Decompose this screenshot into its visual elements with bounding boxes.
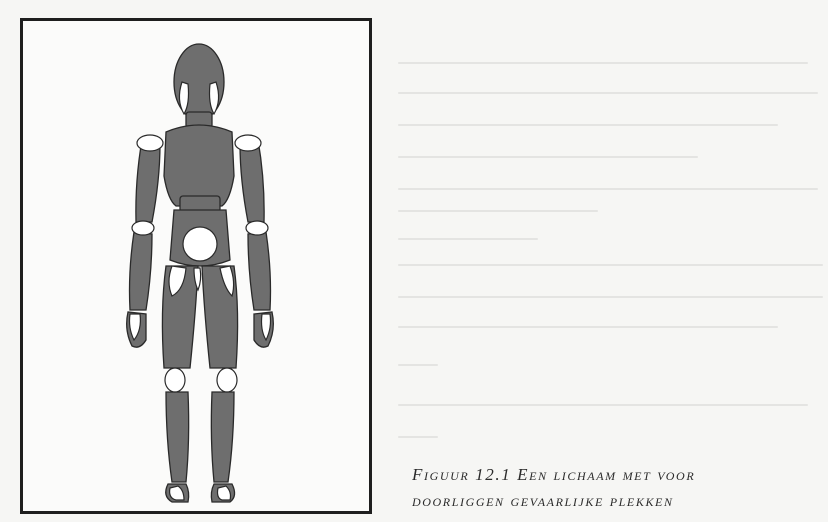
risk-spot-sacrum bbox=[183, 227, 217, 261]
risk-spot-left-shoulder bbox=[137, 135, 163, 151]
figure-caption: Figuur 12.1 Een lichaam met voor doorlig… bbox=[412, 462, 828, 514]
risk-spot-left-elbow bbox=[132, 221, 154, 235]
mannequin-right-upper-arm bbox=[240, 140, 264, 222]
risk-spot-left-knee bbox=[165, 368, 185, 392]
mannequin-left-forearm bbox=[130, 232, 153, 310]
mannequin-left-upper-arm bbox=[136, 140, 160, 222]
mannequin-right-shin bbox=[211, 392, 234, 482]
mannequin-right-forearm bbox=[248, 232, 271, 310]
mannequin-left-shin bbox=[166, 392, 189, 482]
risk-spot-right-knee bbox=[217, 368, 237, 392]
caption-line-2: doorliggen gevaarlijke plekken bbox=[412, 488, 828, 514]
risk-spot-right-elbow bbox=[246, 221, 268, 235]
risk-spot-right-shoulder bbox=[235, 135, 261, 151]
caption-line-1: Figuur 12.1 Een lichaam met voor bbox=[412, 462, 828, 488]
mannequin-chest bbox=[164, 125, 234, 206]
